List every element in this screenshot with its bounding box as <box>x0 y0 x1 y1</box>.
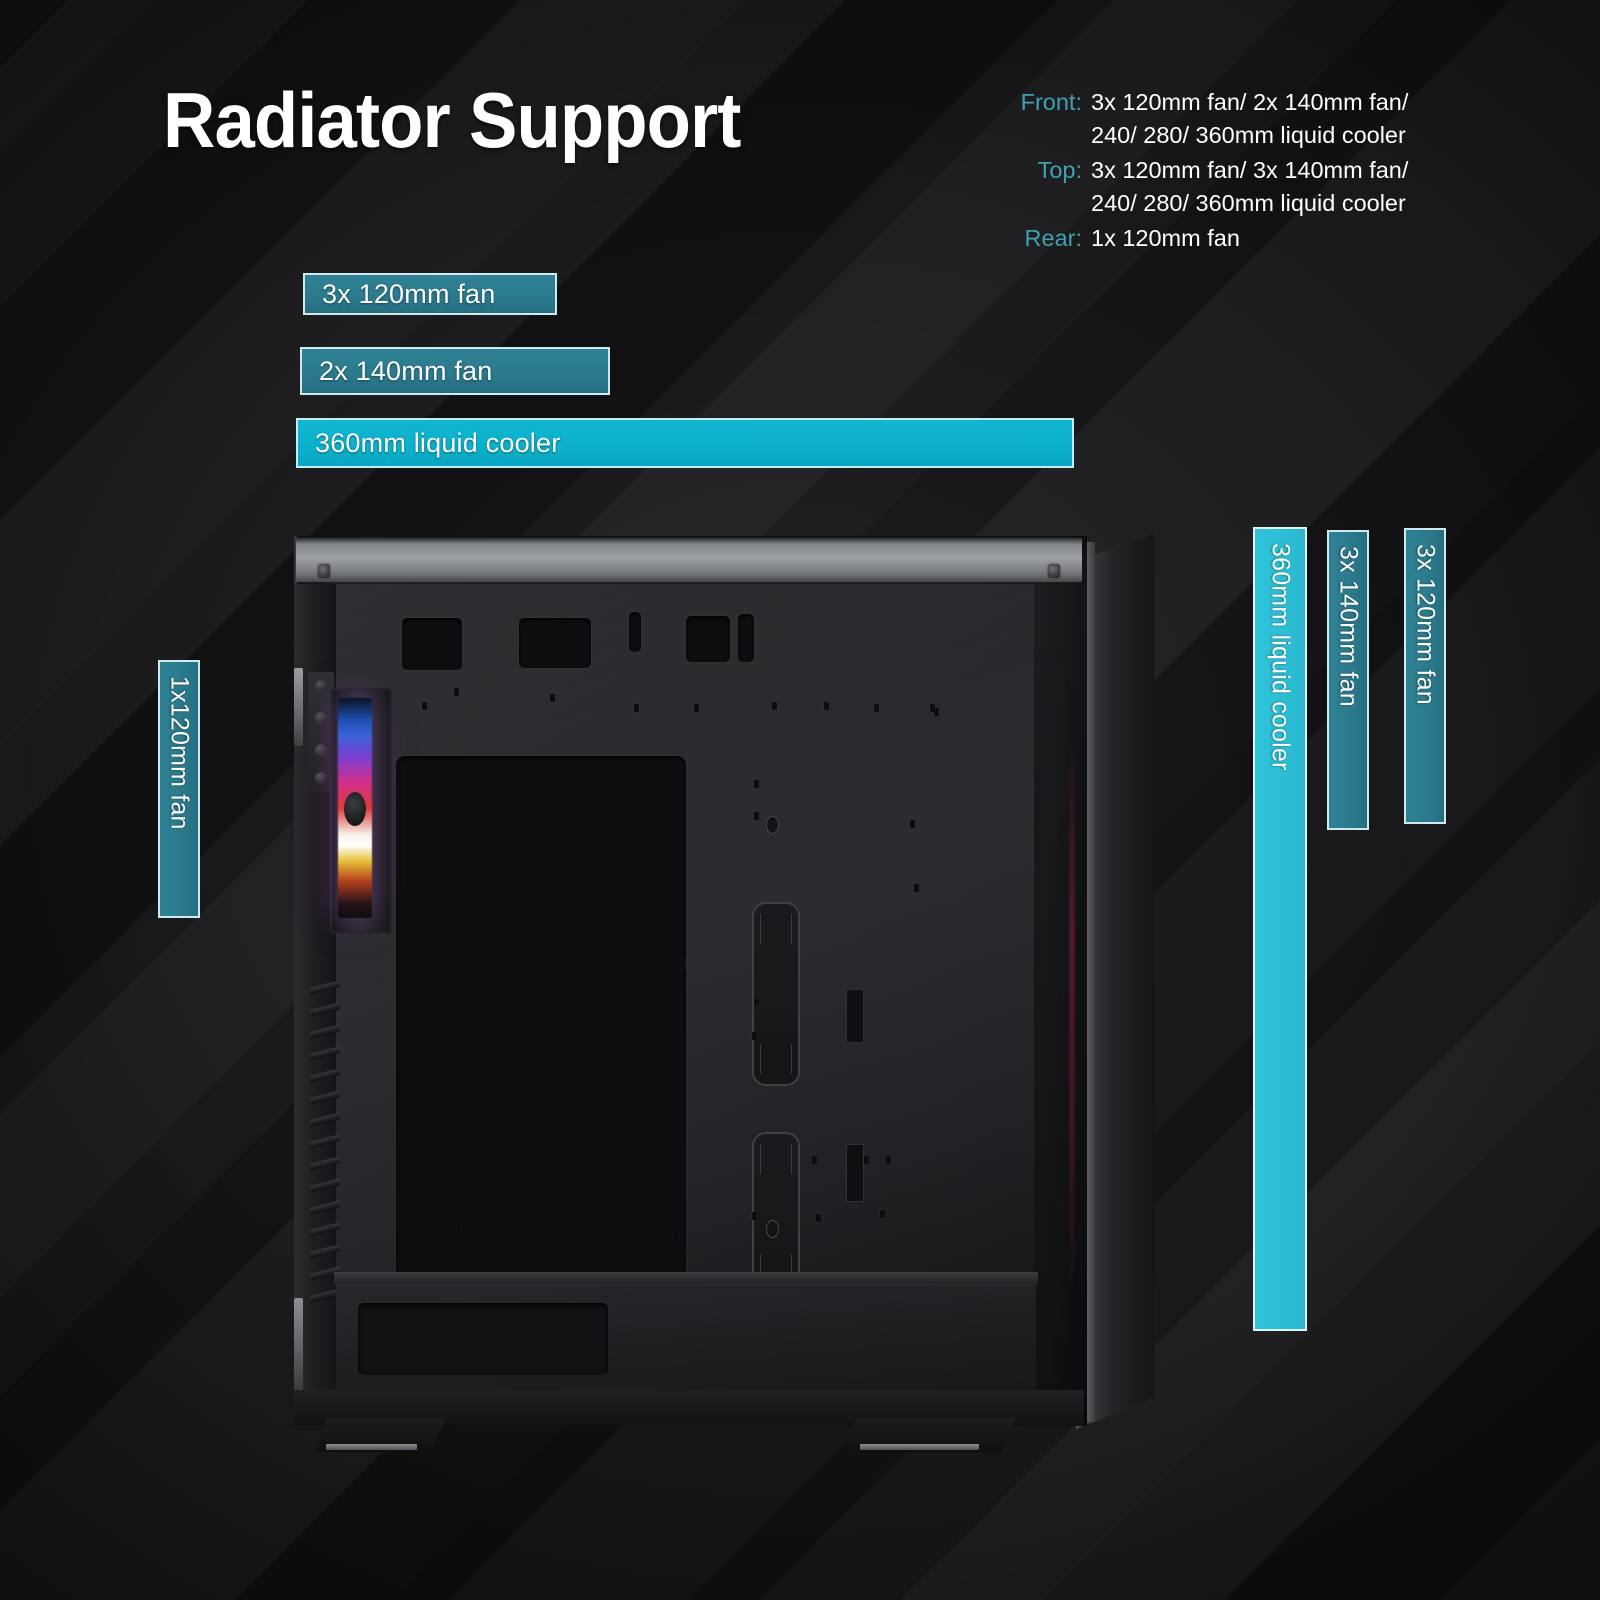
radiator-spec-list: Front: 3x 120mm fan/ 2x 140mm fan/ 240/ … <box>1000 86 1500 257</box>
badge-top-360mm-liquid-cooler: 360mm liquid cooler <box>1253 527 1307 1331</box>
reset-button-icon[interactable] <box>315 712 327 724</box>
pc-case-illustration <box>286 528 1154 1452</box>
spec-label-front: Front: <box>1020 89 1082 115</box>
cable-cutout-top-1 <box>402 618 462 670</box>
power-button-icon[interactable] <box>315 680 327 692</box>
front-light-bar-lower <box>294 1298 303 1394</box>
audio-jack-icon <box>315 772 327 784</box>
usb-port-icon <box>315 744 327 756</box>
cable-cutout-top-4 <box>686 616 730 662</box>
badge-rear-label: 1x120mm fan <box>165 676 194 830</box>
cable-slot-upper <box>846 989 864 1043</box>
spec-row-front: Front: 3x 120mm fan/ 2x 140mm fan/ 240/ … <box>1000 86 1500 152</box>
badge-front-2x-140mm-fan: 2x 140mm fan <box>300 347 610 395</box>
spec-label-top: Top: <box>1037 157 1082 183</box>
case-top-rail <box>296 538 1082 582</box>
badge-top-120-label: 3x 120mm fan <box>1411 544 1440 705</box>
page-title: Radiator Support <box>163 76 741 164</box>
foot-pad-rear <box>859 1444 979 1450</box>
spec-value-top: 3x 120mm fan/ 3x 140mm fan/ 240/ 280/ 36… <box>1091 157 1409 216</box>
cable-cutout-top-5 <box>738 614 754 662</box>
psu-shroud <box>336 1284 1036 1395</box>
cable-slot-lower <box>846 1144 864 1202</box>
spec-row-rear: Rear: 1x 120mm fan <box>1000 222 1500 255</box>
badge-top-140-label: 3x 140mm fan <box>1334 546 1363 707</box>
glass-edge-accent <box>1070 738 1074 1298</box>
case-front-panel <box>294 584 340 1426</box>
front-io-panel <box>308 672 334 792</box>
spec-row-top: Top: 3x 120mm fan/ 3x 140mm fan/ 240/ 28… <box>1000 154 1500 220</box>
spec-label-rear: Rear: <box>1024 225 1082 251</box>
case-interior-cavity <box>334 584 1034 1296</box>
case-foot-front <box>316 1418 446 1452</box>
cable-cutout-top-2 <box>519 618 591 668</box>
badge-top-3x-120mm-fan: 3x 120mm fan <box>1404 528 1446 824</box>
psu-shroud-cutout <box>358 1303 608 1375</box>
front-light-bar-upper <box>294 668 303 746</box>
foot-pad-front <box>326 1444 418 1450</box>
spec-value-front: 3x 120mm fan/ 2x 140mm fan/ 240/ 280/ 36… <box>1091 89 1409 148</box>
spec-value-rear: 1x 120mm fan <box>1091 225 1240 251</box>
thumbscrew-top-right-icon <box>1048 564 1060 578</box>
badge-top-360-label: 360mm liquid cooler <box>1266 543 1295 771</box>
cable-cutout-top-3 <box>629 612 641 652</box>
psu-shroud-lip <box>334 1272 1038 1286</box>
tray-hole-a <box>766 816 779 834</box>
fan-hub-icon <box>344 792 366 826</box>
case-foot-rear <box>846 1418 1016 1452</box>
badge-front-3x-120mm-fan: 3x 120mm fan <box>303 273 557 315</box>
cpu-cooler-cutout <box>396 756 686 1286</box>
cable-grommet-upper <box>752 902 800 1086</box>
front-panel-vents <box>310 980 340 1304</box>
badge-rear-1x120mm-fan: 1x120mm fan <box>158 660 200 918</box>
tray-hole-b <box>766 1220 779 1238</box>
badge-top-3x-140mm-fan: 3x 140mm fan <box>1327 530 1369 830</box>
badge-front-360mm-liquid-cooler: 360mm liquid cooler <box>296 418 1074 468</box>
cable-grommet-lower <box>752 1132 800 1296</box>
thumbscrew-top-left-icon <box>318 564 330 578</box>
